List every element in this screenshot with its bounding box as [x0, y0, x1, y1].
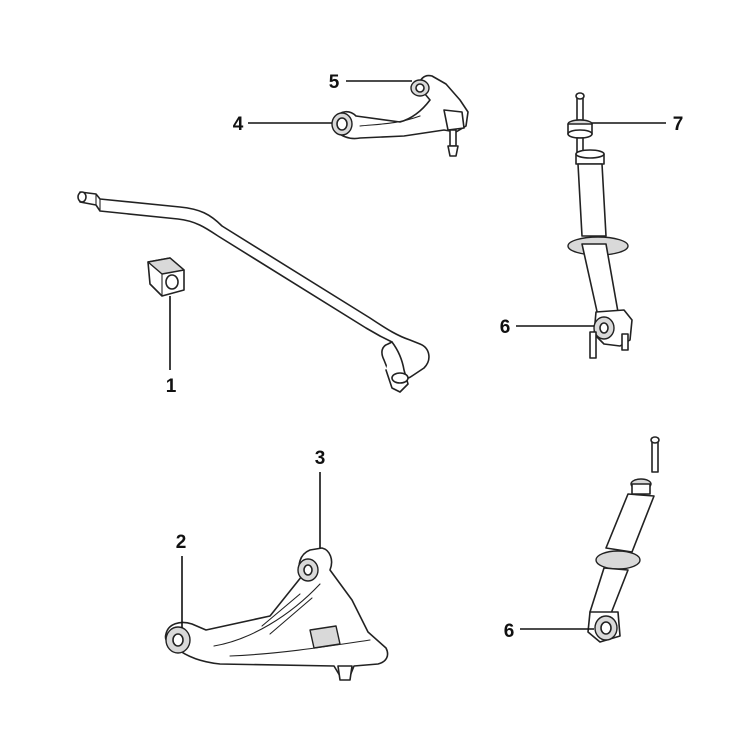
callout-numbers: 1 2 3 4 5 6 6 7: [166, 72, 684, 642]
callout-3: 3: [315, 448, 326, 469]
rear-shock-absorber: [567, 92, 633, 359]
stabilizer-bar: [77, 191, 430, 393]
callout-1: 1: [166, 376, 177, 397]
front-shock-absorber: [587, 436, 660, 643]
callout-6-rear: 6: [500, 317, 511, 338]
stabilizer-bushing: [147, 257, 185, 297]
callout-4: 4: [233, 114, 244, 135]
callout-5: 5: [329, 72, 340, 93]
callout-7: 7: [673, 114, 684, 135]
upper-control-arm: [331, 74, 469, 157]
callout-2: 2: [176, 532, 187, 553]
leader-lines: [169, 80, 666, 630]
lower-control-arm: [164, 547, 389, 681]
callout-6-front: 6: [504, 621, 515, 642]
